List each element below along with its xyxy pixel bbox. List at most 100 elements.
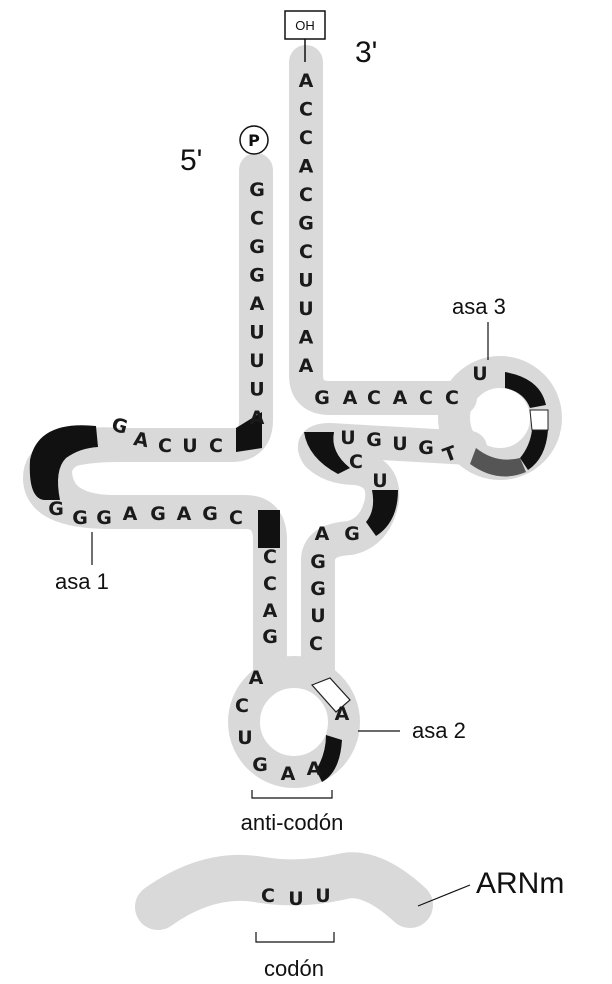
nucleotide-anticodon-loop-bottom-1: G [252, 754, 268, 776]
nucleotide-d-top-1: G [109, 414, 130, 439]
nucleotide-anticodon-left-5: A [249, 667, 264, 689]
nucleotide-d-bottom-4: A [123, 503, 138, 525]
hydroxyl-box [284, 10, 326, 40]
nucleotide-anticodon-loop-right-1: A [335, 703, 350, 725]
nucleotide-t-bottom-3: U [392, 433, 407, 455]
gap-anticodon-loop [310, 677, 351, 713]
nucleotide-t-bottom-1: U [340, 427, 355, 449]
nucleotide-acceptor-3prime-3: C [299, 127, 313, 149]
nucleotide-t-top-1: G [314, 387, 330, 409]
anticodon-callout: anti-codón [241, 790, 344, 835]
nucleotide-d-bottom-6: A [177, 503, 192, 525]
nucleotide-anticodon-right-5: C [309, 633, 323, 655]
loop3-callout: asa 3 [452, 294, 506, 360]
nucleotide-t-top-2: A [343, 387, 358, 409]
mrna-label: ARNm [476, 867, 564, 900]
nucleotide-anticodon-right-1: A [315, 523, 330, 545]
anticodon-bracket [251, 790, 333, 799]
phosphate-circle [239, 125, 269, 155]
phosphate-label: P [248, 131, 260, 150]
nucleotide-d-top-2: A [132, 428, 151, 452]
anticodon-label: anti-codón [241, 810, 344, 835]
nucleotide-d-bottom-5: G [150, 503, 166, 525]
nucleotide-anticodon-loop-bottom-3: A [307, 758, 322, 780]
codon-bracket [255, 932, 335, 943]
codon-label: codón [264, 956, 324, 981]
nucleotide-acceptor-3prime-9: U [298, 298, 313, 320]
nucleotide-acceptor-3prime-1: A [299, 70, 314, 92]
anticodon-loop-strand [228, 656, 360, 788]
nucleotide-d-top-4: U [182, 435, 197, 457]
loop1-label: asa 1 [55, 569, 109, 594]
nucleotide-d-top-3: C [158, 435, 172, 457]
loop3-label: asa 3 [452, 294, 506, 319]
nucleotide-acceptor-5prime-5: A [250, 293, 265, 315]
nucleotide-anticodon-left-7: U [237, 727, 252, 749]
nucleotide-acceptor-3prime-5: C [299, 184, 313, 206]
five-prime-label: 5' [180, 144, 202, 177]
modified-blocks [29, 372, 549, 782]
nucleotide-d-bottom-2: G [72, 507, 88, 529]
nucleotide-codon-1: C [261, 885, 275, 907]
loop1-callout: asa 1 [55, 532, 109, 594]
nucleotide-acceptor-3prime-8: U [298, 270, 313, 292]
acceptor-3-strand [289, 45, 477, 415]
nucleotide-acceptor-5prime-3: G [249, 236, 265, 258]
dark-block-variable [366, 490, 398, 536]
nucleotide-d-bottom-7: G [202, 503, 218, 525]
nucleotide-t-top-3: C [367, 387, 381, 409]
shaded-block-t-loop [470, 448, 526, 477]
nucleotide-anticodon-right-4: U [310, 605, 325, 627]
nucleotide-anticodon-left-3: A [263, 600, 278, 622]
nucleotide-acceptor-5prime-7: U [249, 350, 264, 372]
codon-callout: codón [255, 932, 335, 981]
nucleotide-acceptor-3prime-2: C [299, 99, 313, 121]
nucleotide-acceptor-3prime-10: A [299, 327, 314, 349]
nucleotide-anticodon-left-6: C [235, 695, 249, 717]
dark-block-anticodon-loop [316, 735, 342, 782]
nucleotide-anticodon-right-2: G [310, 551, 326, 573]
nucleotide-variable-2: U [372, 470, 387, 492]
t-bottom-strand [298, 423, 487, 689]
gap-t-loop [529, 409, 549, 431]
nucleotide-acceptor-3prime-6: G [298, 213, 314, 235]
dark-block-d-loop [29, 425, 98, 500]
nucleotide-acceptor-3prime-4: A [299, 156, 314, 178]
nucleotide-acceptor-5prime-9: A [250, 407, 265, 429]
loop2-label: asa 2 [412, 718, 466, 743]
mrna-callout: ARNm [417, 867, 564, 907]
nucleotide-acceptor-3prime-7: C [299, 241, 313, 263]
dark-block-t-loop-1 [505, 372, 546, 408]
nucleotide-anticodon-right-3: G [310, 578, 326, 600]
nucleotide-codon-3: U [315, 885, 330, 907]
hydroxyl-label: OH [295, 18, 315, 33]
nucleotide-codon-2: U [288, 888, 303, 910]
nucleotide-t-top-4: A [393, 387, 408, 409]
mrna-leader [417, 884, 471, 907]
acceptor-5-strand [38, 153, 287, 689]
dark-block-t-stem [304, 432, 350, 474]
dark-block-t-loop-2 [520, 430, 548, 470]
nucleotide-t-bottom-2: G [366, 429, 382, 451]
dark-block-acceptor [236, 412, 262, 452]
nucleotide-d-bottom-3: G [96, 507, 112, 529]
dark-block-d-stem [258, 510, 280, 548]
three-prime-label: 3' [355, 36, 377, 69]
five-prime-cap: P [239, 125, 269, 155]
nucleotide-variable-3: G [344, 523, 360, 545]
nucleotide-anticodon-left-1: C [263, 546, 277, 568]
nucleotide-acceptor-5prime-2: C [250, 208, 264, 230]
nucleotide-t-top-7: U [472, 363, 487, 385]
nucleotide-acceptor-3prime-11: A [299, 355, 314, 377]
nucleotide-anticodon-left-2: C [263, 573, 277, 595]
three-prime-cap: OH [284, 10, 326, 62]
nucleotide-acceptor-5prime-4: G [249, 265, 265, 287]
nucleotide-d-bottom-8: C [229, 507, 243, 529]
nucleotide-acceptor-5prime-8: U [249, 379, 264, 401]
nucleotide-variable-1: C [349, 451, 363, 473]
loop2-callout: asa 2 [358, 718, 466, 743]
nucleotide-anticodon-left-4: G [262, 626, 278, 648]
nucleotide-acceptor-5prime-6: U [249, 322, 264, 344]
